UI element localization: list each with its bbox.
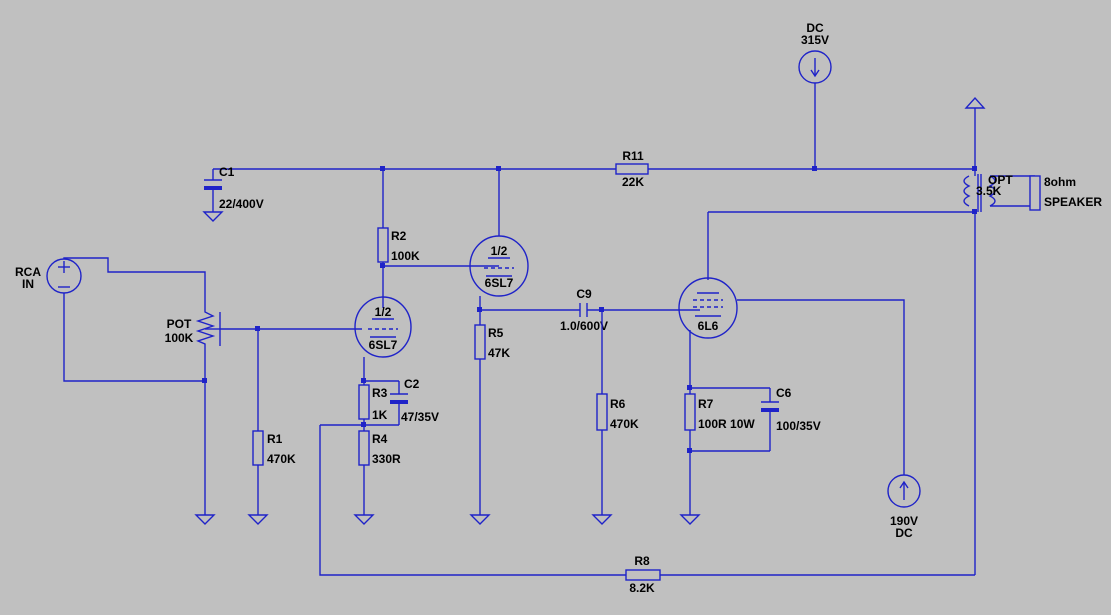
tube1-half: 1/2 [375,305,392,319]
tube2-type: 6SL7 [485,276,514,290]
r11-ref: R11 [622,149,644,163]
rca-input-source[interactable] [46,257,206,382]
ground-icon [679,514,701,525]
r8-feedback-resistor[interactable] [319,425,975,581]
r8-ref: R8 [634,554,650,568]
tube3-type: 6L6 [698,319,719,333]
c2-capacitor[interactable] [364,381,408,426]
dc-190v-source[interactable] [887,474,921,508]
c1-value: 22/400V [219,197,264,211]
c2-value: 47/35V [401,410,439,424]
tube1-6sl7[interactable] [354,296,412,385]
r1-value: 470K [267,452,296,466]
dc315-line1: DC [806,21,824,35]
dc315-line2: 315V [801,33,829,47]
ground-icon [353,514,375,525]
c1-ref: C1 [219,165,235,179]
c9-capacitor[interactable] [579,303,700,317]
c6-ref: C6 [776,386,792,400]
r1-ref: R1 [267,432,283,446]
speaker-load-resistor[interactable] [1029,175,1041,211]
r7-ref: R7 [698,397,714,411]
c9-value: 1.0/600V [560,319,608,333]
speaker-line1: 8ohm [1044,175,1076,189]
opt-ref: OPT [988,173,1013,187]
r6-value: 470K [610,417,639,431]
ground-icon [591,514,613,525]
dc190-line1: 190V [890,514,918,528]
output-transformer[interactable] [708,96,1035,575]
r7-value: 100R 10W [698,417,755,431]
r2-ref: R2 [391,229,407,243]
r11-value: 22K [622,175,644,189]
dc-315v-source[interactable] [798,50,832,169]
c1-capacitor[interactable] [202,169,224,222]
r4-ref: R4 [372,432,388,446]
c9-ref: C9 [576,287,592,301]
r6-resistor[interactable] [591,310,613,525]
c6-value: 100/35V [776,419,821,433]
r6-ref: R6 [610,397,626,411]
tube2-half: 1/2 [491,244,508,258]
speaker-line2: SPEAKER [1044,195,1102,209]
pot-value: 100K [165,331,194,345]
r5-ref: R5 [488,326,504,340]
volume-potentiometer[interactable] [194,308,362,525]
ground-icon [194,514,216,525]
r7-resistor[interactable] [679,387,770,525]
r8-value: 8.2K [629,581,655,595]
r4-resistor[interactable] [320,424,375,525]
supply-arrow-icon [964,96,986,109]
pot-ref: POT [167,317,192,331]
ground-icon [469,514,491,525]
r5-resistor[interactable] [469,309,580,525]
c6-capacitor[interactable] [761,388,779,451]
r4-value: 330R [372,452,401,466]
tube3-6l6[interactable] [678,212,905,475]
r2-value: 100K [391,249,420,263]
rca-line1: RCA [15,265,41,279]
r11-resistor[interactable] [615,163,649,175]
r1-resistor[interactable] [247,329,269,525]
dc190-line2: DC [895,526,913,540]
ground-icon [202,211,224,222]
tube1-type: 6SL7 [369,338,398,352]
r3-ref: R3 [372,386,388,400]
junction-dots [202,166,977,453]
ground-icon [247,514,269,525]
c2-ref: C2 [404,377,420,391]
r5-value: 47K [488,346,510,360]
opt-value: 3.5K [976,184,1002,198]
r3-value: 1K [372,408,388,422]
r2-resistor[interactable] [377,169,499,308]
rca-line2: IN [22,277,34,291]
